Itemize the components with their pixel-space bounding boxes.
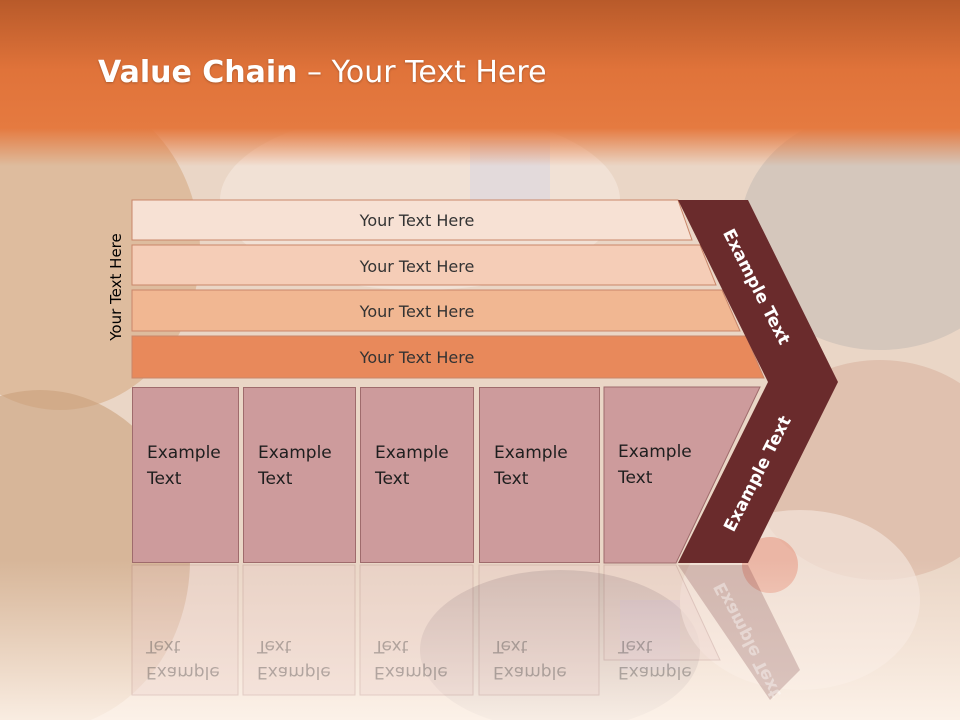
- box-1: Example Text: [132, 387, 239, 563]
- chevron-shape: [678, 200, 838, 563]
- box-2-reflection-label: Example Text: [257, 636, 331, 682]
- box-2: Example Text: [243, 387, 356, 563]
- bar-shape-4: [131, 335, 765, 379]
- bar-shape-1: [131, 199, 693, 241]
- box-1-reflection: Example Text: [132, 565, 239, 695]
- box-2-label: Example Text: [258, 443, 332, 489]
- box-shape-5: [603, 386, 761, 564]
- box-4-reflection: Example Text: [479, 565, 600, 695]
- chevron-reflection: [678, 565, 800, 700]
- box-4-reflection-label: Example Text: [493, 636, 567, 682]
- bar-3: Your Text Here: [132, 291, 702, 331]
- box-3-label: Example Text: [375, 443, 449, 489]
- box-3-reflection: Example Text: [360, 565, 474, 695]
- bar-2: Your Text Here: [132, 246, 702, 286]
- box-4-label: Example Text: [494, 443, 568, 489]
- bar-1-label: Your Text Here: [359, 210, 475, 230]
- title-bold: Value Chain: [98, 55, 298, 90]
- bar-4: Your Text Here: [132, 337, 702, 377]
- box-1-reflection-label: Example Text: [146, 636, 220, 682]
- bar-1: Your Text Here: [132, 200, 702, 240]
- box-3-reflection-label: Example Text: [374, 636, 448, 682]
- bar-3-label: Your Text Here: [359, 301, 475, 321]
- box-2-reflection: Example Text: [243, 565, 356, 695]
- box-5-reflection-label: Example Text: [618, 636, 692, 682]
- box-5-label: Example Text: [618, 442, 692, 488]
- bar-4-label: Your Text Here: [359, 347, 475, 367]
- box-4: Example Text: [479, 387, 600, 563]
- bar-shape-2: [131, 244, 717, 286]
- title-rest: – Your Text Here: [297, 55, 547, 90]
- bar-2-label: Your Text Here: [359, 256, 475, 276]
- bar-shape-3: [131, 289, 741, 332]
- box-5-reflection: Example Text: [604, 565, 692, 695]
- slide-title: Value Chain – Your Text Here: [98, 55, 547, 90]
- box-3: Example Text: [360, 387, 474, 563]
- box-5: Example Text: [604, 387, 692, 563]
- box-1-label: Example Text: [147, 443, 221, 489]
